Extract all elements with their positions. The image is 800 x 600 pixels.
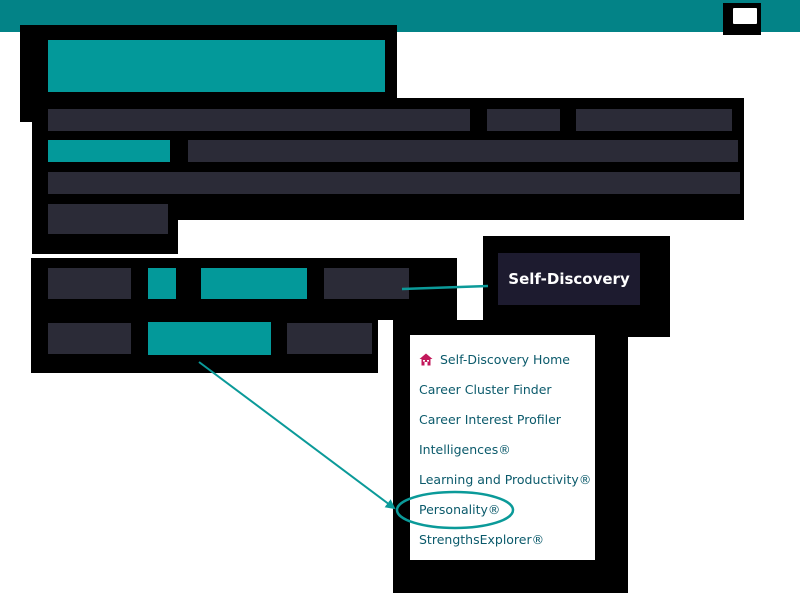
- home-icon: [419, 353, 433, 366]
- redacted-menu-tab-active[interactable]: [148, 322, 271, 355]
- redacted-menu-tab[interactable]: [48, 268, 131, 299]
- redacted-nav-link[interactable]: [576, 109, 732, 131]
- menu-item-label: Self-Discovery Home: [440, 352, 570, 367]
- menu-item-intelligences[interactable]: Intelligences®: [419, 442, 511, 457]
- highlight-ellipse: [395, 490, 515, 530]
- window-control-button[interactable]: [733, 8, 757, 24]
- redacted-menu-tab[interactable]: [324, 268, 409, 299]
- menu-item-label: Career Cluster Finder: [419, 382, 552, 397]
- menu-item-label: Learning and Productivity®: [419, 472, 592, 487]
- callout-title: Self-Discovery: [508, 270, 630, 288]
- callout-connector-line: [401, 284, 489, 291]
- redacted-menu-tab[interactable]: [287, 323, 372, 354]
- redacted-menu-tab-active[interactable]: [201, 268, 307, 299]
- menu-item-strengths-explorer[interactable]: StrengthsExplorer®: [419, 532, 544, 547]
- redacted-nav-link[interactable]: [48, 109, 470, 131]
- redacted-nav-link[interactable]: [48, 204, 168, 234]
- menu-item-label: StrengthsExplorer®: [419, 532, 545, 547]
- menu-item-career-interest-profiler[interactable]: Career Interest Profiler: [419, 412, 561, 427]
- menu-item-label: Personality®: [419, 502, 501, 517]
- pointer-arrow: [198, 361, 396, 510]
- menu-item-self-discovery-home[interactable]: Self-Discovery Home: [419, 352, 570, 367]
- redacted-logo: [48, 40, 385, 92]
- menu-item-label: Career Interest Profiler: [419, 412, 561, 427]
- redacted-nav-link[interactable]: [188, 140, 738, 162]
- menu-item-learning-and-productivity[interactable]: Learning and Productivity®: [419, 472, 591, 487]
- redacted-active-tab[interactable]: [48, 140, 170, 162]
- menu-item-career-cluster-finder[interactable]: Career Cluster Finder: [419, 382, 552, 397]
- self-discovery-callout: Self-Discovery: [498, 253, 640, 305]
- redacted-nav-link[interactable]: [48, 172, 740, 194]
- redacted-menu-tab-active[interactable]: [148, 268, 176, 299]
- redacted-nav-link[interactable]: [487, 109, 560, 131]
- menu-item-label: Intelligences®: [419, 442, 511, 457]
- redacted-menu-tab[interactable]: [48, 323, 131, 354]
- menu-item-personality[interactable]: Personality®: [419, 502, 500, 517]
- self-discovery-dropdown-menu: Self-Discovery Home Career Cluster Finde…: [410, 335, 595, 560]
